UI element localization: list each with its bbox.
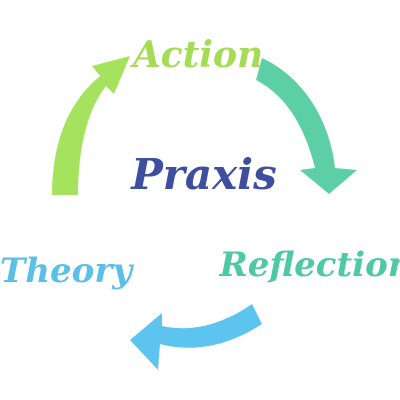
stage-label-theory: Theory <box>0 251 134 291</box>
arrow-action-to-reflection <box>256 58 357 194</box>
center-label-praxis: Praxis <box>130 150 277 199</box>
stage-label-reflection: Reflection <box>219 245 400 285</box>
arrow-reflection-to-theory <box>130 304 262 370</box>
stage-label-action: Action <box>130 34 263 76</box>
arrow-theory-to-action <box>52 56 130 195</box>
